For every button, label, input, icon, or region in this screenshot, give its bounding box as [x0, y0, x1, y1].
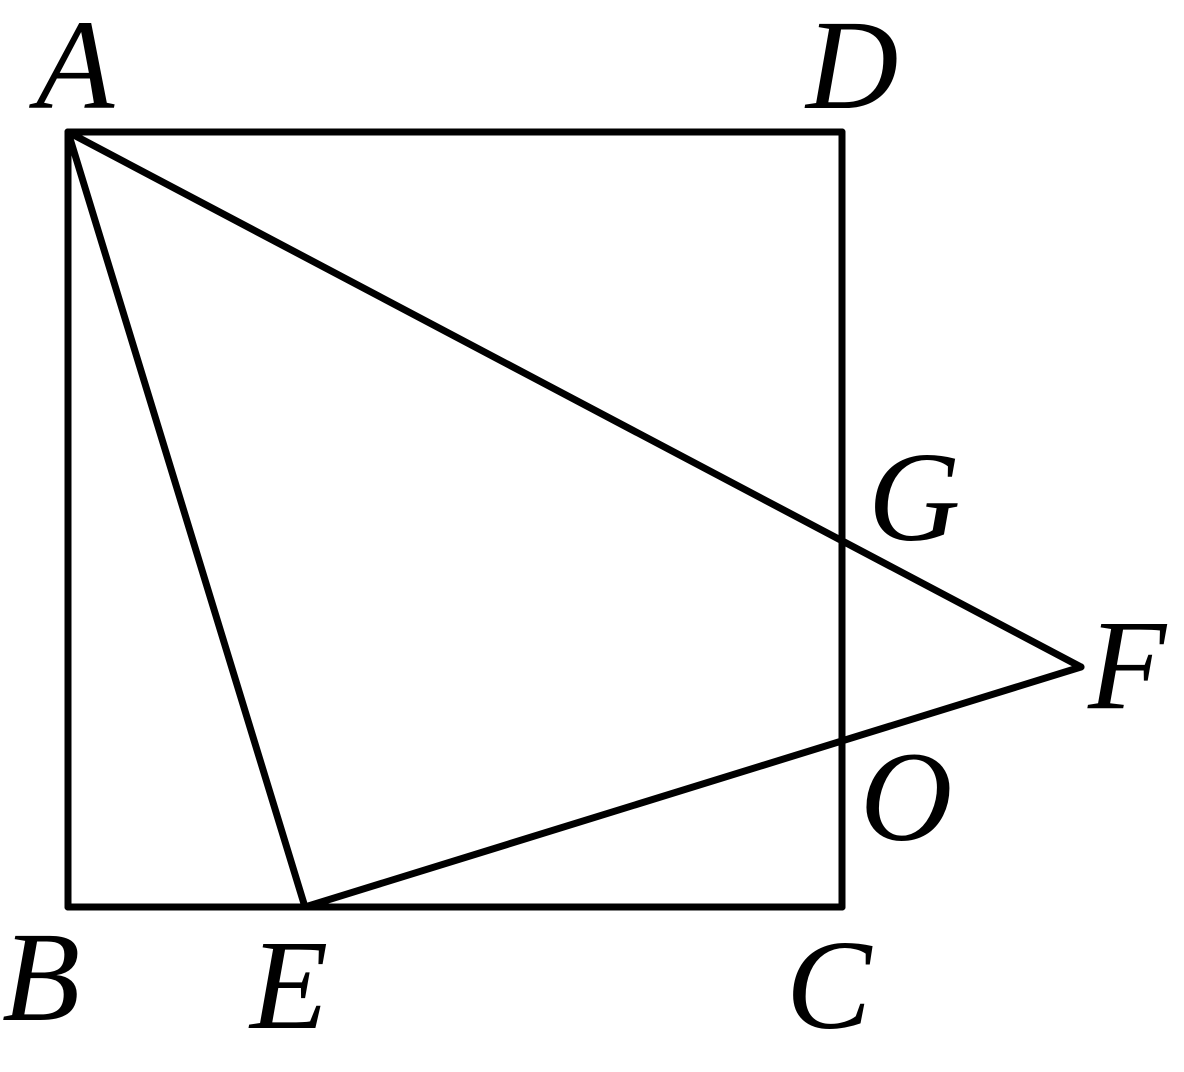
- square-abcd: [64, 128, 846, 911]
- segment-af: [64, 128, 1085, 671]
- segment-ae: [64, 128, 309, 911]
- label-b: B: [2, 906, 80, 1048]
- label-o: O: [860, 726, 952, 868]
- triangle-aef: [64, 128, 1085, 911]
- label-f: F: [1087, 594, 1168, 736]
- segment-ef: [301, 663, 1085, 911]
- label-a: A: [29, 0, 115, 136]
- label-c: C: [786, 914, 873, 1056]
- label-d: D: [804, 0, 898, 136]
- label-e: E: [248, 914, 328, 1056]
- point-labels: A D G F O B E C: [2, 0, 1168, 1056]
- label-g: G: [868, 426, 960, 568]
